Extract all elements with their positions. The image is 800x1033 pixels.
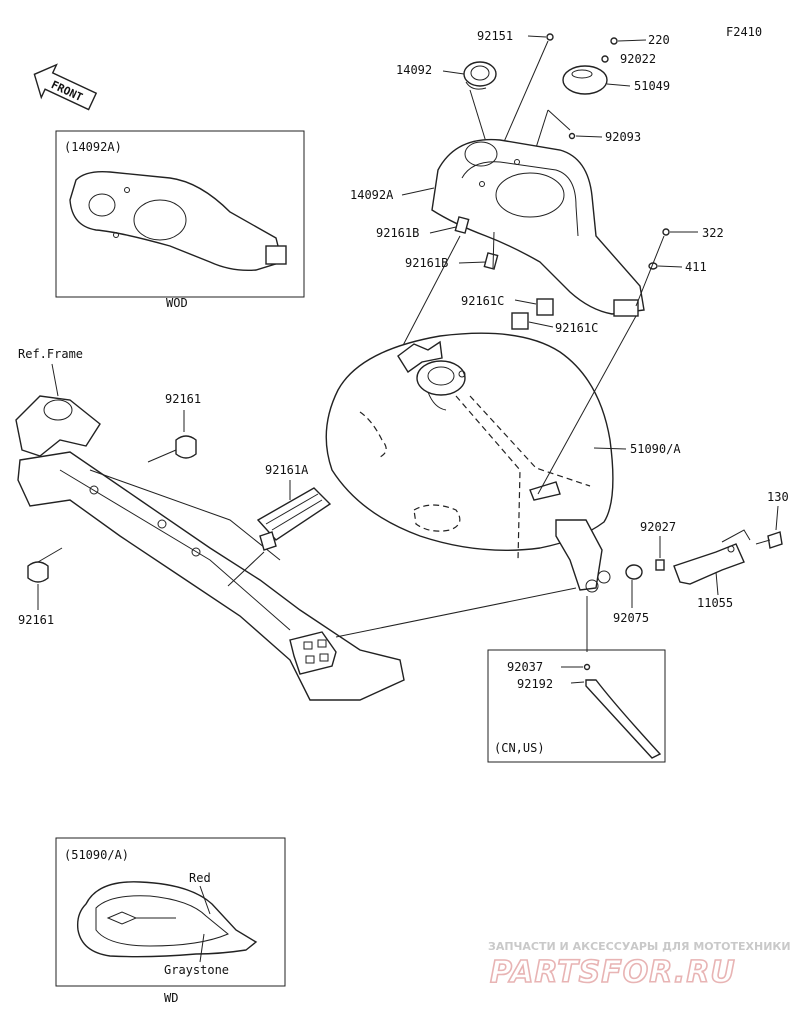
inset-14092a-note: WOD bbox=[166, 296, 188, 310]
cushion-92161b-drawing bbox=[454, 216, 499, 270]
inset-14092a-box bbox=[55, 130, 305, 298]
bracket-11055-drawing bbox=[673, 529, 751, 585]
watermark-tagline: ЗАПЧАСТИ И АКСЕССУАРЫ ДЛЯ МОТОТЕХНИКИ bbox=[488, 940, 791, 953]
inset-vent-box bbox=[487, 649, 666, 763]
part-14092a: 14092A bbox=[350, 188, 394, 202]
part-92161b-1: 92161B bbox=[376, 226, 419, 240]
painted-tank-drawing bbox=[76, 881, 258, 958]
part-14092: 14092 bbox=[396, 63, 432, 77]
fastener-92151-drawing bbox=[546, 33, 554, 41]
nut-322-drawing bbox=[662, 228, 670, 236]
inset-14092a-ref: (14092A) bbox=[64, 140, 122, 154]
part-11055: 11055 bbox=[697, 596, 733, 610]
watermark-logo: PARTSFOR.RU bbox=[490, 955, 736, 990]
diagram-code: F2410 bbox=[726, 25, 762, 39]
inset-color-graystone: Graystone bbox=[164, 963, 229, 977]
part-51049: 51049 bbox=[634, 79, 670, 93]
fuel-cap-14092-drawing bbox=[463, 61, 497, 90]
part-220: 220 bbox=[648, 33, 670, 47]
tank-pad-alt-drawing bbox=[69, 170, 287, 272]
cover-51049-drawing bbox=[562, 65, 608, 95]
front-arrow-icon: FRONT bbox=[33, 63, 98, 111]
part-92022: 92022 bbox=[620, 52, 656, 66]
part-92037: 92037 bbox=[507, 660, 543, 674]
washer-92022-drawing bbox=[601, 55, 609, 63]
part-92075: 92075 bbox=[613, 611, 649, 625]
ref-frame-label: Ref.Frame bbox=[18, 347, 83, 361]
bolt-130-drawing bbox=[755, 531, 783, 549]
part-92161c-1: 92161C bbox=[461, 294, 504, 308]
inset-51090a-box bbox=[55, 837, 286, 987]
fuel-tank-51090a-drawing bbox=[325, 332, 614, 593]
damper-92161-left-drawing bbox=[27, 561, 49, 583]
inset-51090a-note: WD bbox=[164, 991, 178, 1005]
bolt-220-drawing bbox=[610, 37, 618, 45]
tank-pad-14092a-drawing bbox=[431, 138, 645, 317]
vent-hose-drawing bbox=[583, 663, 662, 759]
screw-92093-drawing bbox=[568, 132, 576, 140]
part-92093: 92093 bbox=[605, 130, 641, 144]
collar-92027-drawing bbox=[655, 559, 665, 571]
inset-vent-note: (CN,US) bbox=[494, 741, 545, 755]
part-130: 130 bbox=[767, 490, 789, 504]
rubber-92161a-drawing bbox=[256, 487, 332, 551]
part-92192: 92192 bbox=[517, 677, 553, 691]
part-322: 322 bbox=[702, 226, 724, 240]
inset-51090a-ref: (51090/A) bbox=[64, 848, 129, 862]
part-92161b-2: 92161B bbox=[405, 256, 448, 270]
part-411: 411 bbox=[685, 260, 707, 274]
inset-color-red: Red bbox=[189, 871, 211, 885]
part-51090a: 51090/A bbox=[630, 442, 681, 456]
cushion-92161c-drawing bbox=[511, 298, 554, 330]
part-92161-top: 92161 bbox=[165, 392, 201, 406]
part-92161a: 92161A bbox=[265, 463, 309, 477]
part-92027: 92027 bbox=[640, 520, 676, 534]
damper-92075-drawing bbox=[625, 564, 643, 580]
part-92161c-2: 92161C bbox=[555, 321, 598, 335]
part-92161-left: 92161 bbox=[18, 613, 54, 627]
part-92151: 92151 bbox=[477, 29, 513, 43]
damper-92161-top-drawing bbox=[175, 435, 197, 459]
